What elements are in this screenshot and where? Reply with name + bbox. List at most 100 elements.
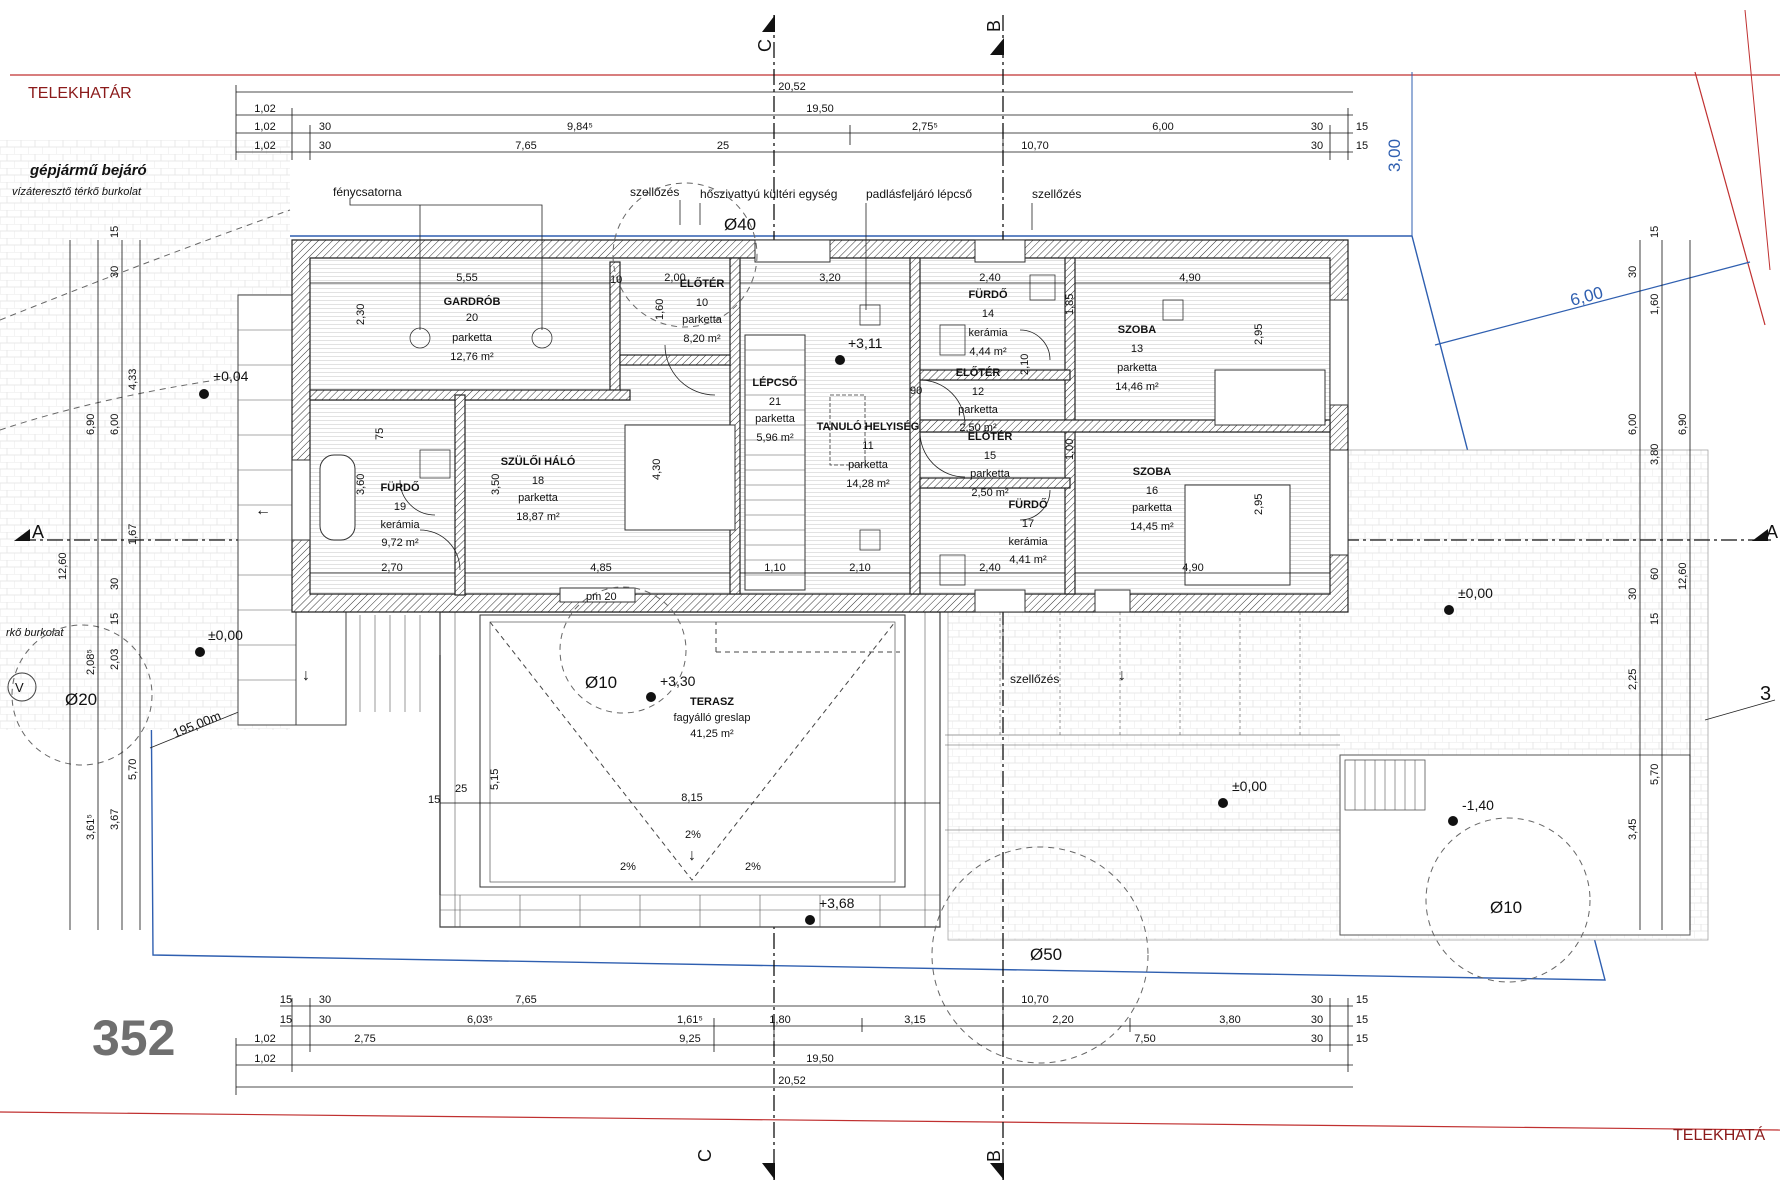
svg-text:14,45 m²: 14,45 m² xyxy=(1130,521,1174,533)
section-b-label-bottom: B xyxy=(984,1150,1004,1162)
paving-label: rkő burkolat xyxy=(6,627,64,639)
section-a-label-left: A xyxy=(32,522,44,542)
svg-text:10: 10 xyxy=(610,274,622,286)
svg-text:12,60: 12,60 xyxy=(1677,562,1689,590)
svg-text:6,00: 6,00 xyxy=(109,414,121,435)
svg-text:2,00: 2,00 xyxy=(664,272,685,284)
svg-text:5,55: 5,55 xyxy=(456,272,477,284)
level-marker: +3,30 xyxy=(646,673,696,702)
terrace-name: TERASZ xyxy=(690,696,734,708)
svg-text:FÜRDŐ: FÜRDŐ xyxy=(1008,498,1048,511)
svg-text:2,03: 2,03 xyxy=(109,649,121,670)
room-labels: GARDRÓB 20 parketta 12,76 m² ELŐTÉR 10 p… xyxy=(380,277,1174,566)
svg-text:12,76 m²: 12,76 m² xyxy=(450,351,494,363)
room-eloter-10: ELŐTÉR 10 parketta 8,20 m² xyxy=(680,277,725,345)
svg-text:11: 11 xyxy=(862,440,873,452)
svg-text:SZOBA: SZOBA xyxy=(1133,466,1172,478)
section-b-marker-bottom xyxy=(990,1163,1004,1180)
property-boundary xyxy=(0,9,1781,1131)
svg-text:parketta: parketta xyxy=(682,314,723,326)
svg-text:13: 13 xyxy=(1131,343,1143,355)
section-c-marker-bottom xyxy=(762,1163,775,1180)
svg-text:15: 15 xyxy=(109,226,121,238)
section-c-label-top: C xyxy=(755,39,775,52)
svg-text:ELŐTÉR: ELŐTÉR xyxy=(968,430,1013,443)
svg-text:4,44 m²: 4,44 m² xyxy=(969,346,1007,358)
boundary-label-bottom: TELEKHATÁ xyxy=(1673,1125,1766,1144)
svg-text:2,20: 2,20 xyxy=(1052,1014,1073,1026)
stairs-arrow: ↓ xyxy=(302,667,310,684)
svg-text:+3,30: +3,30 xyxy=(660,673,696,689)
level-marker: -1,40 xyxy=(1448,797,1494,826)
svg-text:15: 15 xyxy=(1356,140,1368,152)
svg-text:2,40: 2,40 xyxy=(979,272,1000,284)
svg-text:30: 30 xyxy=(109,578,121,590)
svg-text:2,75⁵: 2,75⁵ xyxy=(912,121,938,133)
svg-text:2,95: 2,95 xyxy=(1253,494,1265,515)
svg-text:15: 15 xyxy=(1356,994,1368,1006)
stairs-arrow: ↓ xyxy=(1118,667,1126,684)
room-eloter-15: ELŐTÉR 15 parketta 2,50 m² xyxy=(968,430,1013,499)
svg-text:+3,68: +3,68 xyxy=(819,895,855,911)
svg-text:1,85: 1,85 xyxy=(1064,294,1076,315)
svg-text:1,67: 1,67 xyxy=(127,524,139,545)
svg-text:4,90: 4,90 xyxy=(1179,272,1200,284)
corner-mark: 3 xyxy=(1760,683,1771,705)
section-a-marker-left xyxy=(14,529,30,541)
svg-text:2,10: 2,10 xyxy=(849,562,870,574)
section-c-label-bottom: C xyxy=(695,1149,715,1162)
lot-number: 352 xyxy=(92,1010,175,1066)
terrace xyxy=(439,611,941,928)
svg-text:parketta: parketta xyxy=(452,332,493,344)
svg-text:2,08⁵: 2,08⁵ xyxy=(85,649,97,675)
svg-text:3,15: 3,15 xyxy=(904,1014,925,1026)
boundary-label-top: TELEKHATÁR xyxy=(28,83,132,102)
svg-text:30: 30 xyxy=(1627,588,1639,600)
svg-text:±0,00: ±0,00 xyxy=(1232,778,1267,794)
svg-text:4,33: 4,33 xyxy=(127,369,139,390)
slope-label: 2% xyxy=(685,829,701,841)
level-marker: +3,11 xyxy=(835,335,883,365)
svg-text:parketta: parketta xyxy=(1117,362,1158,374)
svg-text:25: 25 xyxy=(717,140,729,152)
svg-text:kerámia: kerámia xyxy=(968,327,1008,339)
svg-text:3,61⁵: 3,61⁵ xyxy=(85,814,97,840)
setback-side: 6,00 xyxy=(1568,283,1605,310)
dimensions-bottom: 15 30 7,65 10,70 30 15 15 30 6,03⁵ 1,61⁵… xyxy=(235,994,1368,1095)
svg-text:30: 30 xyxy=(1311,140,1323,152)
svg-text:SZÜLŐI HÁLÓ: SZÜLŐI HÁLÓ xyxy=(501,455,576,468)
room-furdo-19: FÜRDŐ 19 kerámia 9,72 m² xyxy=(380,481,420,549)
svg-text:GARDRÓB: GARDRÓB xyxy=(444,295,501,308)
terrace-area: 41,25 m² xyxy=(690,728,734,740)
svg-text:20,52: 20,52 xyxy=(778,81,806,93)
svg-text:parketta: parketta xyxy=(970,468,1011,480)
svg-text:5,70: 5,70 xyxy=(127,759,139,780)
svg-text:30: 30 xyxy=(1627,266,1639,278)
svg-text:2,70: 2,70 xyxy=(381,562,402,574)
svg-text:16: 16 xyxy=(1146,485,1158,497)
svg-text:19: 19 xyxy=(394,501,406,513)
slope-label: 2% xyxy=(745,861,761,873)
svg-text:30: 30 xyxy=(1311,1033,1323,1045)
svg-text:+3,11: +3,11 xyxy=(848,335,883,351)
svg-text:2,50 m²: 2,50 m² xyxy=(971,487,1009,499)
svg-text:9,25: 9,25 xyxy=(679,1033,700,1045)
svg-text:1,60: 1,60 xyxy=(1649,294,1661,315)
svg-text:30: 30 xyxy=(319,994,331,1006)
svg-text:30: 30 xyxy=(1311,1014,1323,1026)
svg-text:FÜRDŐ: FÜRDŐ xyxy=(968,288,1008,301)
stairs-arrow: ← xyxy=(255,502,271,519)
driveway-title: gépjármű bejáró xyxy=(29,162,147,179)
svg-text:ELŐTÉR: ELŐTÉR xyxy=(680,277,725,290)
section-a-label-right: A xyxy=(1766,522,1778,542)
svg-text:ELŐTÉR: ELŐTÉR xyxy=(956,366,1001,379)
svg-text:2,25: 2,25 xyxy=(1627,669,1639,690)
svg-text:pm 20: pm 20 xyxy=(586,591,617,603)
svg-text:FÜRDŐ: FÜRDŐ xyxy=(380,481,420,494)
dimensions-inner: 5,55 2,00 3,20 2,40 4,90 2,30 4,30 3,50 … xyxy=(310,272,1330,895)
svg-text:szellőzés: szellőzés xyxy=(1010,672,1059,686)
svg-text:szellőzés: szellőzés xyxy=(1032,187,1081,201)
svg-text:3,50: 3,50 xyxy=(490,474,502,495)
svg-text:LÉPCSŐ: LÉPCSŐ xyxy=(752,376,798,389)
svg-text:3,20: 3,20 xyxy=(819,272,840,284)
